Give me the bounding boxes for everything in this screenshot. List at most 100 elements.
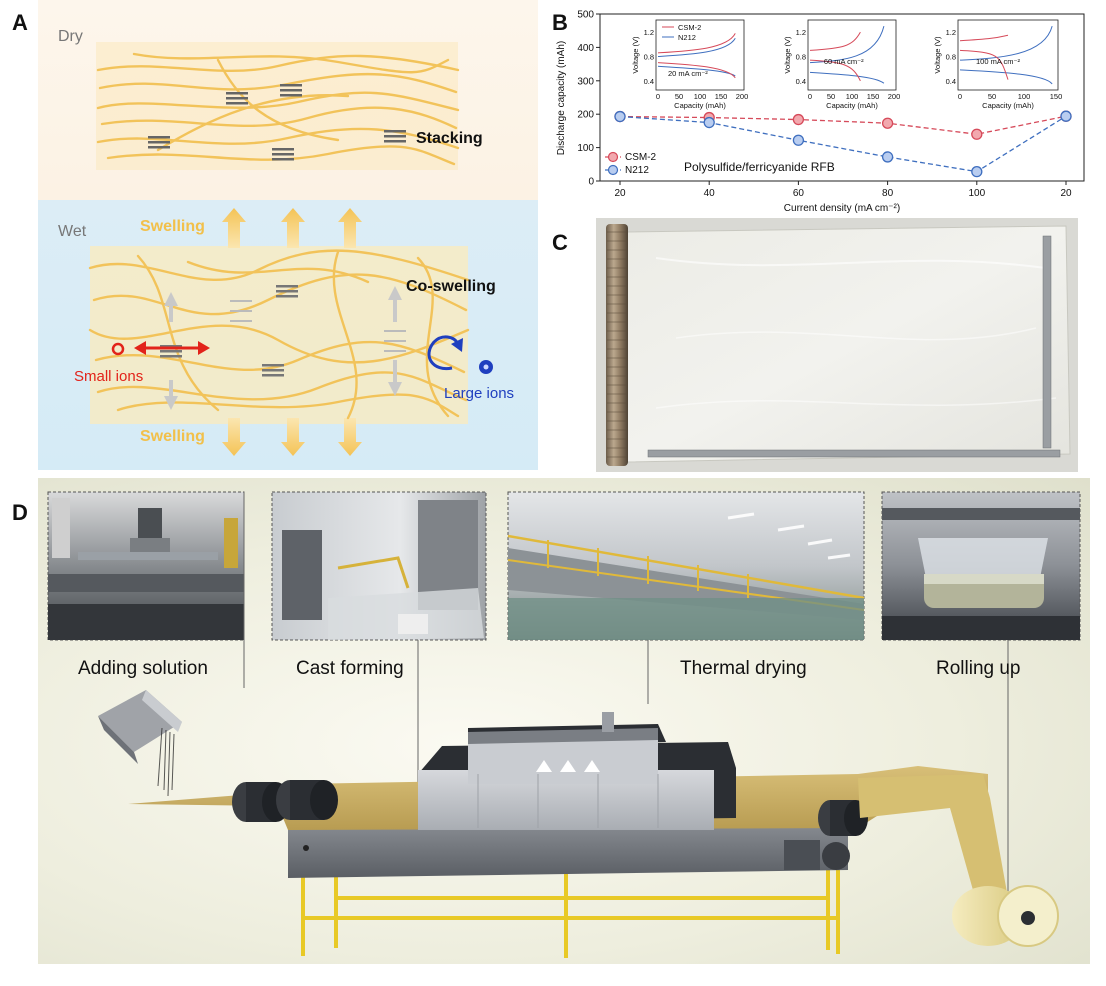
inset-condition-label: 100 mA cm⁻² xyxy=(976,57,1020,66)
x-tick-label: 80 xyxy=(882,188,894,199)
series-line-1 xyxy=(619,115,1067,173)
wet-stacks xyxy=(160,285,406,377)
chart-annotation: Polysulfide/ferricyanide RFB xyxy=(684,160,835,174)
inset-y-tick: 0.4 xyxy=(946,77,956,86)
inset-y-title: Voltage (V) xyxy=(631,36,640,74)
membrane-roll xyxy=(606,224,628,466)
legend-n212: N212 xyxy=(625,165,649,176)
y-tick-label: 500 xyxy=(577,10,594,21)
inset-y-tick: 1.2 xyxy=(644,28,654,37)
swelling-bottom-label: Swelling xyxy=(140,428,205,445)
inset-x-tick: 200 xyxy=(736,92,749,101)
inset-discharge-curve xyxy=(809,71,885,84)
inset-frame xyxy=(655,19,745,91)
legend: CSM-2 N212 xyxy=(605,151,657,176)
x-tick-label: 40 xyxy=(704,188,716,199)
inset-x-tick: 150 xyxy=(715,92,728,101)
y-tick-label: 200 xyxy=(577,110,594,121)
panel-label-a: A xyxy=(12,10,28,35)
data-point xyxy=(1060,110,1072,122)
small-ion-dot xyxy=(111,342,125,356)
inset-y-tick: 0.4 xyxy=(796,77,806,86)
inset-y-tick: 0.8 xyxy=(644,53,654,62)
inset-discharge-curve xyxy=(657,62,736,79)
solution-hopper xyxy=(98,690,182,797)
inset-discharge-curve xyxy=(959,49,1009,80)
data-point xyxy=(792,113,805,126)
data-point xyxy=(971,128,983,140)
grey-expansion-arrows xyxy=(164,286,402,410)
inset-y-tick: 1.2 xyxy=(796,28,806,37)
inset-x-tick: 150 xyxy=(1050,92,1063,101)
dry-stacks xyxy=(148,84,406,161)
inset-x-tick: 50 xyxy=(988,92,996,101)
small-ions-label: Small ions xyxy=(74,368,143,385)
x-tick-label: 20 xyxy=(1060,188,1072,199)
inset-y-title: Voltage (V) xyxy=(783,36,792,74)
inset-x-tick: 100 xyxy=(1018,92,1031,101)
swelling-down-arrows xyxy=(222,418,362,456)
data-point xyxy=(881,151,894,163)
inset-legend-label: CSM-2 xyxy=(678,23,701,32)
photo-cast-forming xyxy=(271,491,487,641)
step-label-rolling-up: Rolling up xyxy=(936,658,1021,679)
inset-x-tick: 150 xyxy=(867,92,880,101)
y-tick-label: 300 xyxy=(577,76,594,87)
dry-label: Dry xyxy=(58,28,83,45)
series-layer xyxy=(614,110,1072,178)
legend-marker-csm2 xyxy=(607,151,619,163)
small-ions-arrow xyxy=(111,341,210,356)
data-point xyxy=(971,165,983,178)
x-tick-label: 20 xyxy=(614,188,626,199)
inset-y-title: Voltage (V) xyxy=(933,36,942,74)
data-point xyxy=(703,116,715,129)
horizontal-ruler xyxy=(647,449,1061,458)
inset-charge-curve xyxy=(959,25,1053,61)
coswelling-label: Co-swelling xyxy=(406,278,496,295)
panel-d-production-line: Adding solution Cast forming Thermal dry… xyxy=(38,478,1090,964)
inset-x-tick: 0 xyxy=(808,92,812,101)
step-label-thermal-drying: Thermal drying xyxy=(680,658,807,679)
photo-rolling-up xyxy=(881,491,1081,641)
inset-x-tick: 100 xyxy=(846,92,859,101)
inset-x-tick: 50 xyxy=(675,92,683,101)
data-point xyxy=(792,134,805,146)
panel-label-d: D xyxy=(12,500,28,525)
inset-discharge-curve xyxy=(959,69,1053,85)
inset-x-tick: 0 xyxy=(656,92,660,101)
y-tick-label: 0 xyxy=(588,177,594,188)
inset-y-tick: 0.8 xyxy=(946,53,956,62)
inset-charge-curve xyxy=(657,37,736,58)
panel-a-membrane-schematic: Dry Wet Stacking Co-swelling Swelling Sw… xyxy=(38,0,538,470)
inset-x-title: Capacity (mAh) xyxy=(674,101,726,110)
wet-label: Wet xyxy=(58,223,87,240)
conveyor-frame xyxy=(288,818,848,878)
panel-label-b: B xyxy=(552,10,568,35)
vertical-ruler xyxy=(1042,235,1052,449)
stand-frame xyxy=(301,863,840,958)
inset-x-title: Capacity (mAh) xyxy=(826,101,878,110)
swelling-up-arrows xyxy=(222,208,362,248)
inset-x-title: Capacity (mAh) xyxy=(982,101,1034,110)
data-point xyxy=(881,117,894,129)
photo-thermal-drying xyxy=(507,491,865,641)
step-label-adding-solution: Adding solution xyxy=(78,658,208,679)
film-to-roll xyxy=(858,774,1008,908)
panel-label-c: C xyxy=(552,230,568,255)
inset-x-tick: 200 xyxy=(888,92,901,101)
inset-condition-label: 20 mA cm⁻² xyxy=(668,69,708,78)
inset-charge-curve xyxy=(959,34,1009,42)
legend-csm2: CSM-2 xyxy=(625,152,657,163)
inset-legend-label: N212 xyxy=(678,33,696,42)
series-line-0 xyxy=(619,115,1067,135)
large-ions-arrow xyxy=(427,335,493,374)
inset-y-tick: 0.4 xyxy=(644,77,654,86)
inset-x-tick: 0 xyxy=(958,92,962,101)
inset-condition-label: 60 mA cm⁻² xyxy=(824,57,864,66)
